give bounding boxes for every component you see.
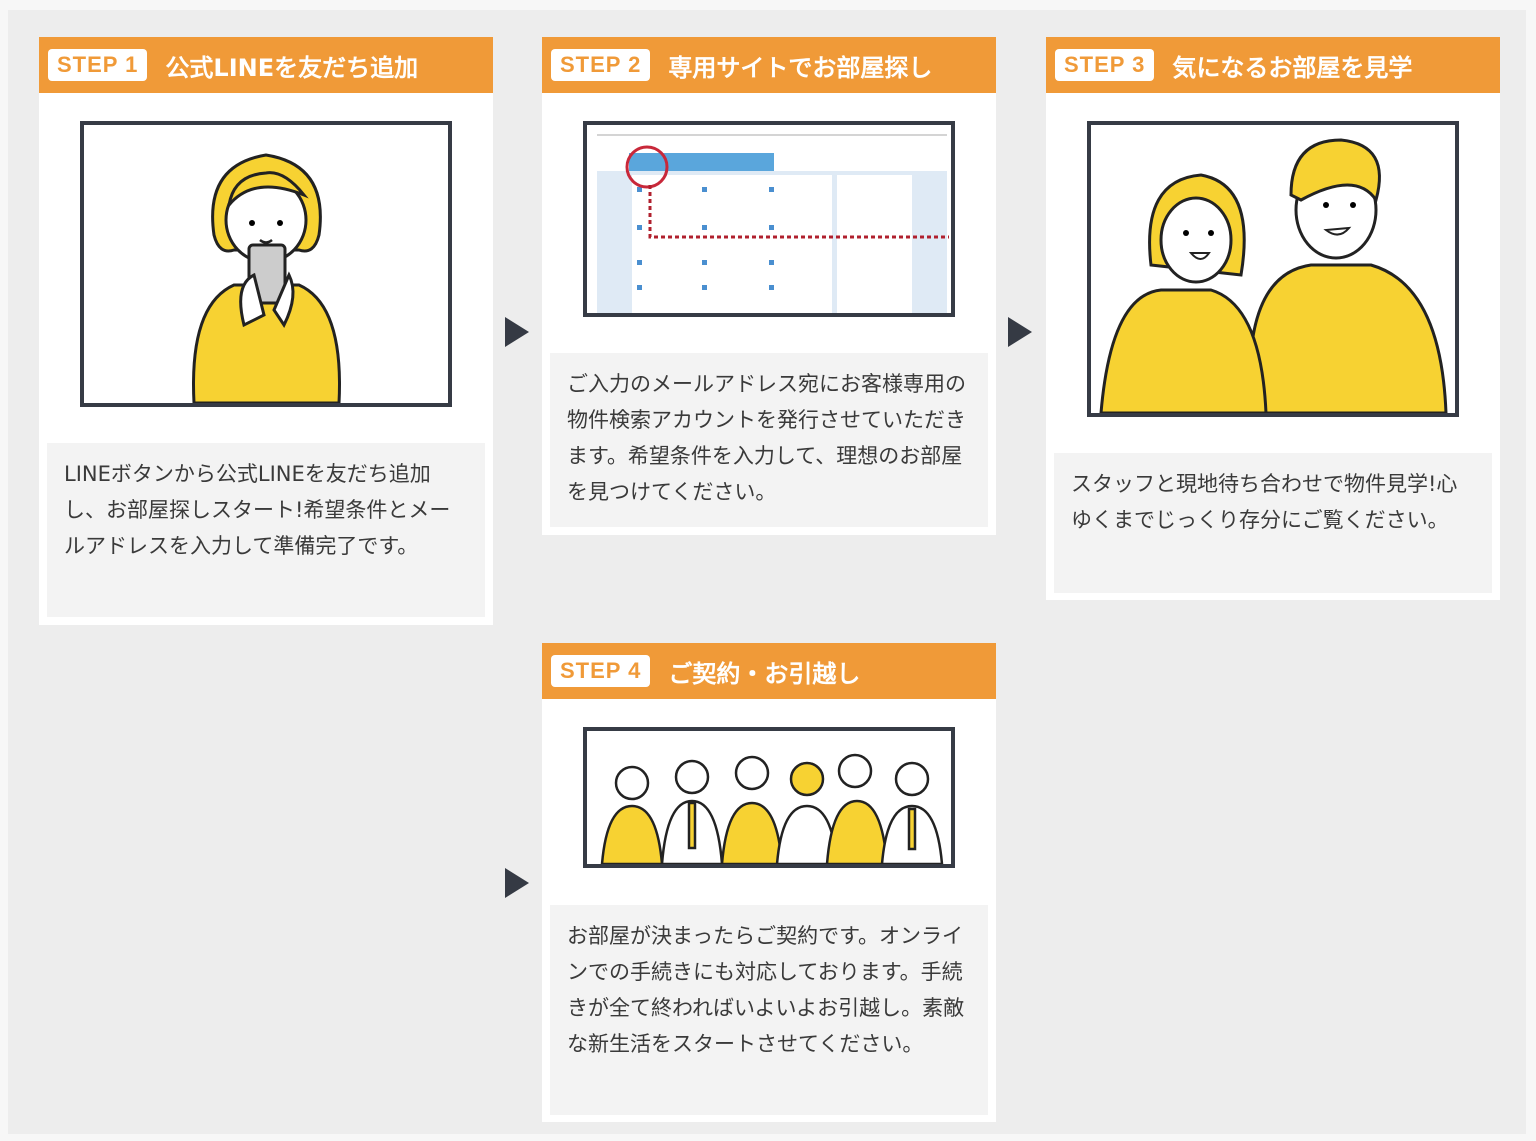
step-3-header: STEP 3 気になるお部屋を見学 (1046, 37, 1500, 93)
step-3-description: スタッフと現地待ち合わせで物件見学!心ゆくまでじっくり存分にご覧ください。 (1054, 453, 1492, 593)
step-4-description: お部屋が決まったらご契約です。オンラインでの手続きにも対応しております。手続きが… (550, 905, 988, 1115)
step-2-header: STEP 2 専用サイトでお部屋探し (542, 37, 996, 93)
arrow-right-icon (505, 317, 529, 347)
step-badge: STEP 1 (48, 49, 148, 81)
step-title: ご契約・お引越し (668, 659, 861, 688)
couple-viewing-illustration (1087, 121, 1459, 417)
step-title: 気になるお部屋を見学 (1172, 53, 1413, 82)
step-badge: STEP 4 (551, 655, 651, 687)
step-4-header: STEP 4 ご契約・お引越し (542, 643, 996, 699)
step-1-card: STEP 1 公式LINEを友だち追加 LINEボタンから公式LINEを友だち追加… (39, 37, 493, 625)
step-title: 専用サイトでお部屋探し (668, 53, 933, 82)
arrow-right-icon (1008, 317, 1032, 347)
step-title: 公式LINEを友だち追加 (165, 53, 419, 82)
step-4-card: STEP 4 ご契約・お引越し お部屋が決まったらご契約です。オンラインでの手続き… (542, 643, 996, 1122)
arrow-right-icon (505, 868, 529, 898)
step-3-card: STEP 3 気になるお部屋を見学 スタッフと現地待ち合わせで物件見学!心ゆくまで… (1046, 37, 1500, 600)
step-2-description: ご入力のメールアドレス宛にお客様専用の物件検索アカウントを発行させていただきます… (550, 353, 988, 527)
step-1-header: STEP 1 公式LINEを友だち追加 (39, 37, 493, 93)
search-site-screenshot (583, 121, 955, 317)
woman-smartphone-illustration (80, 121, 452, 407)
step-badge: STEP 3 (1055, 49, 1155, 81)
step-badge: STEP 2 (551, 49, 651, 81)
step-2-card: STEP 2 専用サイトでお部屋探し ご入力のメールアドレス宛にお客様専用の物件検… (542, 37, 996, 535)
cheering-group-illustration (583, 727, 955, 868)
step-1-description: LINEボタンから公式LINEを友だち追加し、お部屋探しスタート!希望条件とメー… (47, 443, 485, 617)
